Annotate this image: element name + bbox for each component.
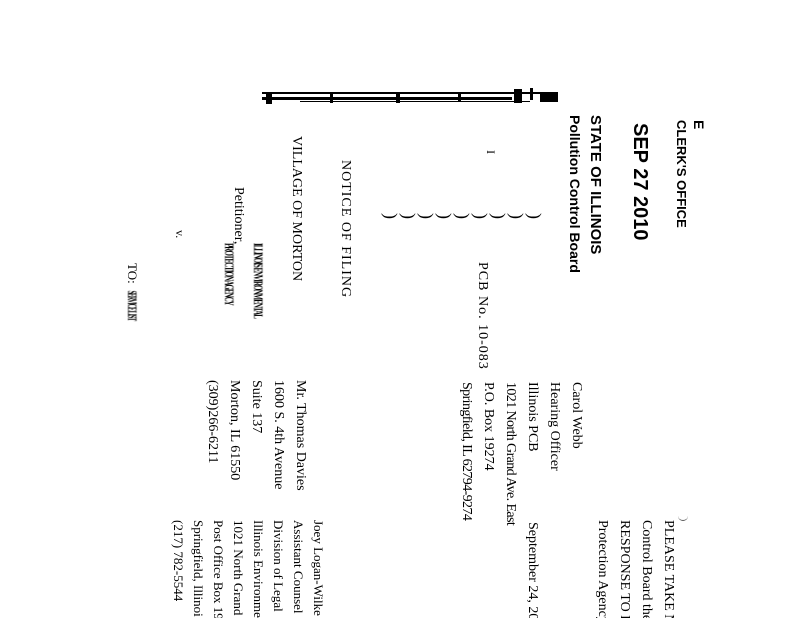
signature-line: Joey Logan-Wilke xyxy=(311,520,326,616)
signature-line: Assistant Counsel xyxy=(291,520,306,614)
address-line: Mr. Thomas Davies xyxy=(293,380,308,491)
address-line: 1021 North Grand Ave. East xyxy=(503,382,518,526)
notice-text-line: Protection Agency xyxy=(595,520,610,618)
signature-line: Division of Legal xyxy=(271,520,286,612)
stamp-state: STATE OF ILLINOIS xyxy=(587,115,604,255)
address-line: Illinois PCB xyxy=(525,382,540,452)
to-label: TO: xyxy=(125,263,140,284)
address-line: Carol Webb xyxy=(569,382,584,449)
notice-text-line: RESPONSE TO I xyxy=(617,520,632,618)
signature-line: 1021 North Grand xyxy=(231,520,246,616)
filing-date: September 24, 201 xyxy=(525,522,540,618)
notice-title: NOTICE OF FILING xyxy=(338,160,353,299)
versus-mark: v. xyxy=(173,230,187,239)
caption-mark: I xyxy=(484,150,498,154)
signature-line: Springfield, Illinoi xyxy=(191,520,206,617)
blurred-text: PROTECTION AGENCY xyxy=(222,243,237,305)
address-line: Morton, IL 61550 xyxy=(227,380,242,481)
blurred-text: ILLINOIS ENVIRONMENTAL xyxy=(251,243,266,318)
address-line: Springfield, IL 62794-9274 xyxy=(459,382,474,521)
case-number: PCB No. 10-083 xyxy=(475,262,490,370)
address-line: Hearing Officer xyxy=(547,382,562,471)
signature-line: Post Office Box 19 xyxy=(211,520,226,618)
stamp-date: SEP 27 2010 xyxy=(629,123,651,241)
address-line: (309)266-6211 xyxy=(205,380,220,464)
village-name: VILLAGE OF MORTON xyxy=(289,136,304,282)
stray-mark xyxy=(678,512,688,521)
stamp-letter: E xyxy=(691,120,707,130)
notice-text-line: Control Board the xyxy=(639,520,654,618)
petitioner-label: Petitioner, xyxy=(231,187,246,245)
stamp-clerks-office: CLERK'S OFFICE xyxy=(674,120,689,228)
address-line: 1600 S. 4th Avenue xyxy=(271,380,286,490)
blurred-text: SERVICE LIST xyxy=(125,290,140,321)
notice-text-line: PLEASE TAKE N xyxy=(661,520,676,618)
signature-line: Illinois Environme xyxy=(251,520,266,618)
stamp-board: Pollution Control Board xyxy=(567,115,583,273)
address-line: Suite 137 xyxy=(249,380,264,434)
signature-line: (217) 782-5544 xyxy=(171,520,186,602)
address-line: P.O. Box 19274 xyxy=(481,382,496,471)
